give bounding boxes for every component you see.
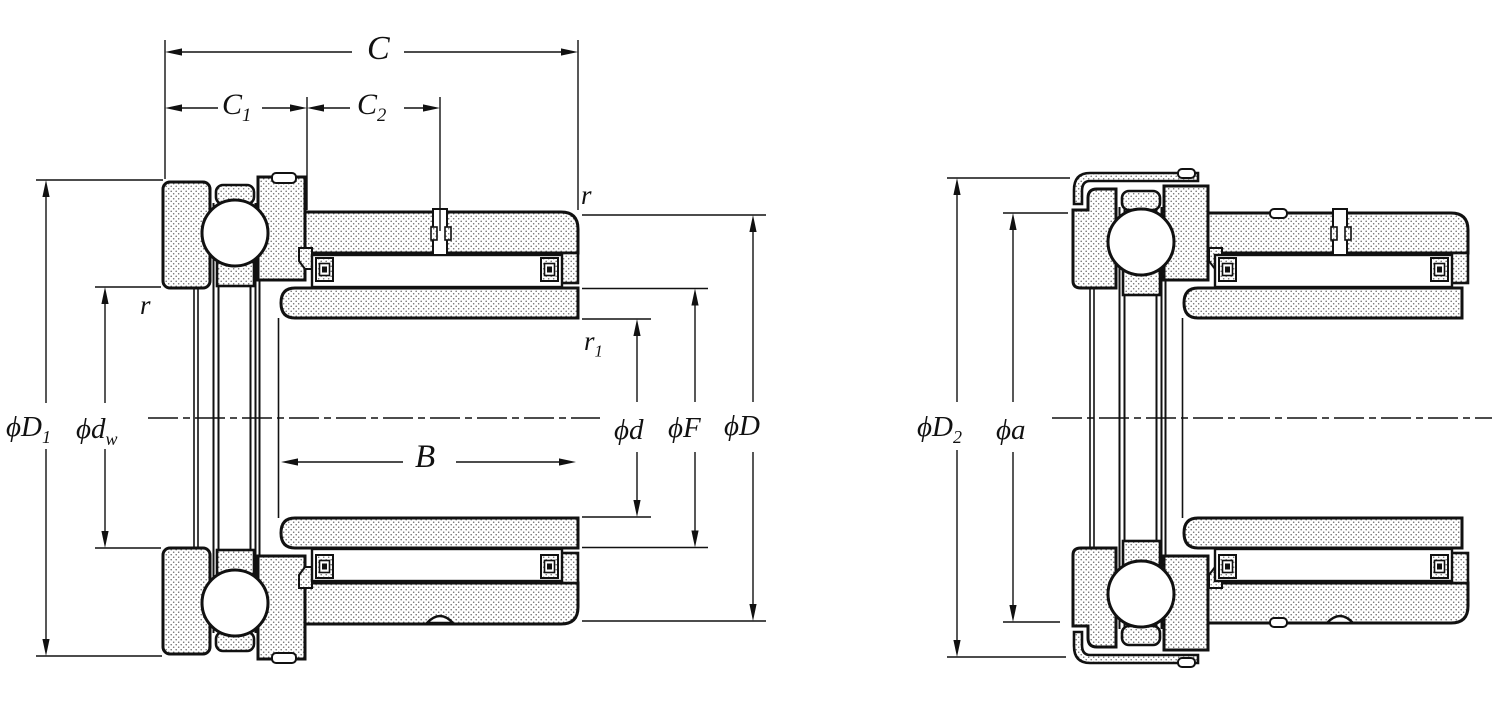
left-bearing-upper-half [161,172,580,418]
inner-ring [279,286,580,320]
dim-label-phi-d1: ϕD1 [6,411,51,447]
left-flange [1071,187,1118,290]
shield-cap [1072,171,1200,206]
needle-rollers [1213,253,1454,289]
inner-ring [1182,286,1464,320]
dim-label-c1: C1 [222,88,252,126]
ball [200,198,270,268]
dim-label-phi-f: ϕF [668,412,701,444]
dimension-lines [36,40,1070,658]
dim-label-phi-dw: ϕdw [76,413,118,449]
needle-rollers [310,253,564,289]
dim-label-b: B [415,439,436,475]
dim-label-r-outer: r [581,180,592,210]
dim-label-phi-dcap: ϕD [724,410,760,442]
dim-label-phi-d: ϕd [614,414,644,446]
dim-label-c2: C2 [357,88,387,126]
right-bearing-upper-half [1071,168,1470,418]
dim-label-phi-d2: ϕD2 [917,411,962,447]
dim-label-phi-a: ϕa [996,414,1026,446]
dimension-arrowheads [42,48,1017,657]
dim-label-r-inner: r [140,290,151,320]
ball [1106,207,1176,277]
dim-label-r1: r1 [584,326,603,361]
dim-label-c: C [367,30,390,67]
right-oil-features [1324,208,1356,625]
ball-cage [1120,189,1162,212]
